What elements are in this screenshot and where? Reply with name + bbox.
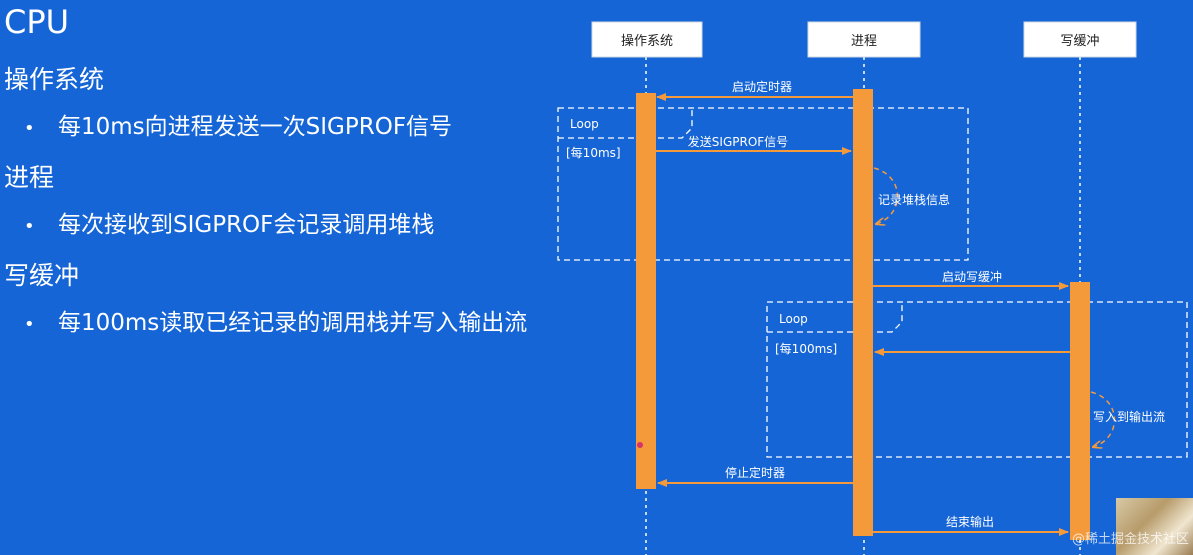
lifeline-os-label: 操作系统 [621,33,673,49]
msg-record-stack: 记录堆栈信息 [873,167,950,224]
lifeline-os: 操作系统 [591,21,703,58]
msg-start-buffer-label: 启动写缓冲 [942,269,1002,284]
loop-keyword: Loop [570,117,599,131]
heading-process: 进程 [4,163,55,192]
text-panel: CPU 操作系统 • 每10ms向进程发送一次SIGPROF信号 进程 • 每次接收… [0,0,560,555]
msg-record-stack-label: 记录堆栈信息 [878,192,950,207]
loop-guard: [每100ms] [775,341,837,356]
bullet-buffer-text: 每100ms读取已经记录的调用栈并写入输出流 [58,310,528,336]
bullet-process-text: 每次接收到SIGPROF会记录调用堆栈 [58,212,435,238]
msg-stop-timer: 停止定时器 [657,465,853,487]
loop-keyword: Loop [779,312,808,326]
msg-start-timer-label: 启动定时器 [732,79,792,94]
bullet-dot: • [24,118,35,139]
bullet-dot: • [24,314,35,335]
heading-buffer: 写缓冲 [4,261,80,290]
msg-send-signal: 发送SIGPROF信号 [656,134,852,155]
msg-start-timer: 启动定时器 [656,79,853,101]
activation-buffer [1070,282,1090,540]
watermark: @稀土掘金技术社区 [1071,532,1189,547]
speaker-video-thumbnail [1116,498,1193,555]
activation-os [636,93,656,489]
msg-send-signal-label: 发送SIGPROF信号 [688,134,788,149]
msg-write-output-label: 写入到输出流 [1093,409,1165,424]
msg-write-output: 写入到输出流 [1090,391,1165,447]
msg-end-output: 结束输出 [873,514,1069,536]
lifeline-process: 进程 [807,21,921,58]
msg-stop-timer-label: 停止定时器 [725,465,785,480]
bullet-os: • 每10ms向进程发送一次SIGPROF信号 [24,112,452,144]
loop-guard: [每10ms] [566,145,621,160]
loop-fragment-10ms: Loop [每10ms] [557,107,969,261]
activation-process [853,89,873,536]
heading-os: 操作系统 [4,65,105,94]
msg-start-buffer: 启动写缓冲 [873,269,1069,290]
bullet-buffer: • 每100ms读取已经记录的调用栈并写入输出流 [24,308,527,340]
bullet-os-text: 每10ms向进程发送一次SIGPROF信号 [58,114,453,140]
slide-title: CPU [4,3,70,41]
lifeline-process-label: 进程 [851,34,877,49]
bullet-process: • 每次接收到SIGPROF会记录调用堆栈 [24,210,434,242]
loop-fragment-100ms: Loop [每100ms] [766,301,1188,458]
pointer-dot [637,442,643,448]
lifeline-buffer: 写缓冲 [1023,21,1137,58]
msg-end-output-label: 结束输出 [946,514,994,529]
bullet-dot: • [24,216,35,237]
lifeline-buffer-label: 写缓冲 [1060,34,1099,49]
